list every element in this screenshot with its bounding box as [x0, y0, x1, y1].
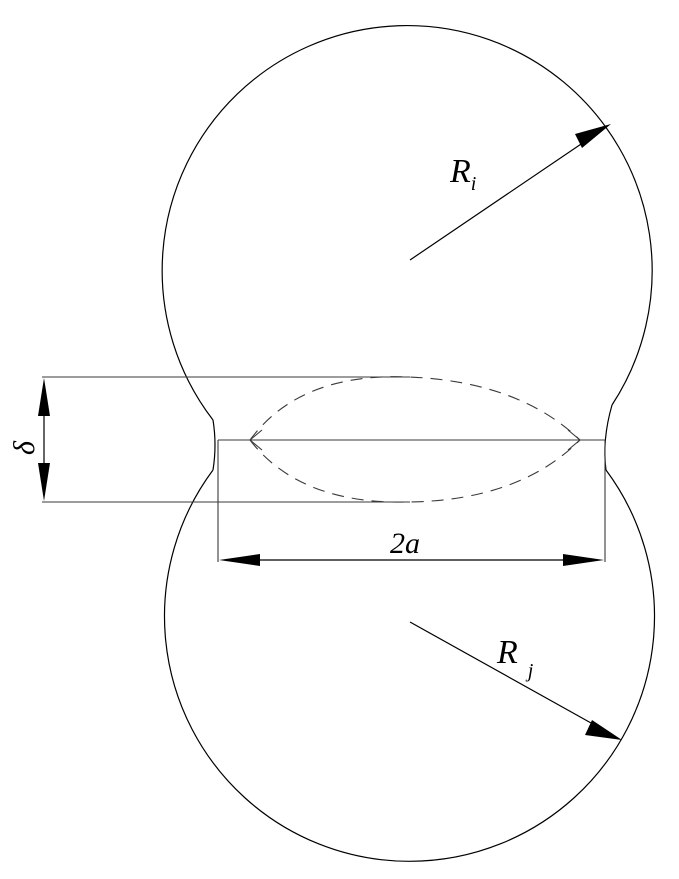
- overlap-lens-lower-dashed: [249, 439, 581, 503]
- overlap-arrow-bottom: [38, 463, 50, 501]
- overlap-label: δ: [8, 440, 41, 455]
- upper-radius-arrow: [575, 124, 611, 148]
- left-lens-tip-mark: [249, 429, 263, 451]
- lower-radius-arrow: [585, 720, 622, 740]
- upper-radius-label: Ri: [449, 153, 476, 195]
- left-neck-fillet: [212, 419, 216, 471]
- upper-radius-subscript: i: [471, 173, 477, 195]
- right-lens-tip-mark: [567, 429, 581, 451]
- overlap-arrow-top: [38, 378, 50, 416]
- lower-sphere-outline: [163, 469, 656, 862]
- upper-radius-line: [409, 137, 591, 261]
- neck-width-label: 2a: [390, 527, 420, 560]
- overlap-lens-upper-dashed: [249, 376, 581, 441]
- neck-arrow-left: [219, 554, 260, 566]
- lower-radius-subscript: j: [525, 660, 534, 682]
- right-neck-fillet: [604, 404, 613, 471]
- lower-radius-line: [409, 621, 601, 729]
- upper-sphere-outline: [161, 24, 653, 421]
- neck-arrow-right: [563, 554, 604, 566]
